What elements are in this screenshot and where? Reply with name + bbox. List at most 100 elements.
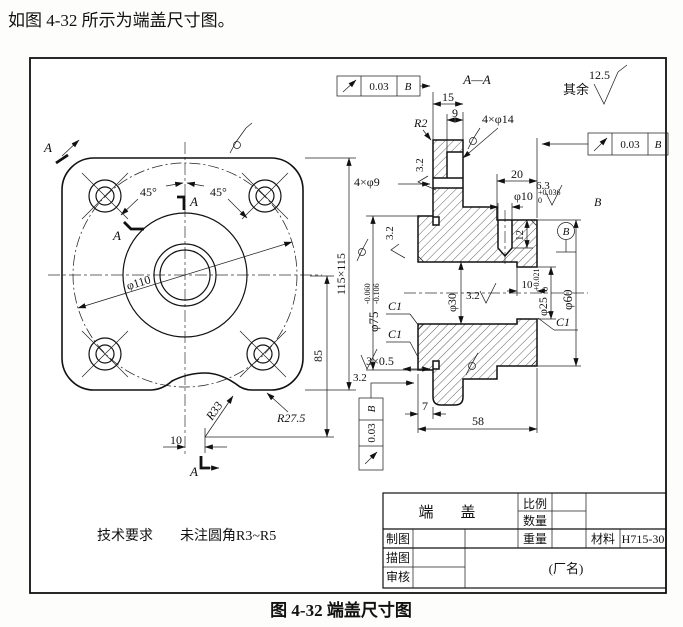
dim-pin-hole: φ10 +0.036 0 [487,188,561,220]
tech-note: 未注圆角R3~R5 [180,528,276,544]
r2-label: R2 [413,116,427,130]
dim-r2: R2 [413,116,432,141]
angle-arrow [120,198,139,216]
roughness-32-bore: 3.2 [466,282,497,304]
spigot-dia-label: φ75 [366,311,381,332]
fillet-radius-label: R27.5 [276,411,305,425]
dim-bore30: φ30 [445,261,464,325]
part-name: 端 盖 [418,504,481,521]
front-view: A A A A 45° 45° φ110 [43,122,356,479]
angle-arrow [165,181,184,187]
datum-b-circled-letter: B [563,226,570,238]
roughness-icon [356,238,369,262]
angle-arrow [227,198,248,219]
dim-spigot: φ75 -0.060 -0.106 [356,215,418,371]
dim-12: 12 [512,219,533,249]
circular-runout-icon [593,137,608,152]
bolt-circle-dim: φ110 [77,241,293,309]
spigot-lower-tol: -0.106 [372,283,381,304]
groove-label: 3×0.5 [366,354,394,368]
angle-right-label: 45° [210,185,227,199]
bore25-upper-tol: +0.021 [532,268,541,291]
roughness-63: 6.3 [536,180,563,206]
spigot-upper-tol: -0.060 [363,283,372,304]
bolt-holes [81,172,289,378]
dim-bore25: φ25 +0.021 0 [532,266,556,320]
ra-value: 3.2 [384,226,396,240]
roughness-icon [479,282,497,304]
runout-tolerance-frame-right: 0.03 B [536,132,669,218]
dim-15: 15 [432,90,464,140]
bolt-circle-label: φ110 [125,272,153,293]
dim-9: 9 [446,106,464,152]
rest-roughness-value: 12.5 [589,68,610,82]
dim-58: 58 [417,368,538,433]
figure-caption: 图 4-32 端盖尺寸图 [270,600,412,620]
title-block: 端 盖 比例 数量 重量 制图 材料 H715-30 描图 审核 (厂名) [382,492,667,589]
cut-tick [177,195,186,210]
cut-tick [123,221,144,231]
section-view: A—A 其余 12.5 0. [336,64,669,471]
tolerance-value: 0.03 [620,139,640,151]
quantity-label: 数量 [523,513,547,528]
tolerance-datum: B [366,405,378,412]
material-value: H715-30 [622,532,665,546]
dim-thru-holes: 4×φ9 [354,175,431,189]
dim-7: 7 [405,374,446,433]
chamfer-label: C1 [556,315,570,329]
section-title: A—A [462,72,491,87]
tolerance-value: 0.03 [366,423,378,443]
scale-label: 比例 [523,497,547,511]
dim-20: 20 [496,167,538,207]
weight-label: 重量 [523,532,547,546]
pin-dia-label: φ10 [514,189,533,203]
cut-label-a: A [112,228,121,243]
ra-value: 3.2 [414,158,426,172]
chamfer-label: C1 [388,327,402,341]
bore30-label: φ30 [445,293,459,312]
flange-outline [61,157,304,391]
bore25-lower-tol: 0 [541,287,550,291]
cut-tick [55,153,69,165]
pin-dia-lower-tol: 0 [538,196,542,205]
roughness-icon [465,352,479,376]
datum-b-letter: B [594,195,602,209]
drawn-label: 制图 [386,532,410,546]
general-roughness: 其余 12.5 [563,64,628,105]
roughness-icon [593,64,628,105]
roughness-icon [545,184,563,206]
angle-left-label: 45° [140,185,157,199]
material-label: 材料 [591,532,615,546]
bore25-label: φ25 [536,297,550,316]
dim-58-label: 58 [472,414,484,428]
height-dim: 85 [205,275,334,438]
circular-runout-icon [342,79,357,93]
cutting-plane-marks: A A A A [43,139,220,479]
tolerance-datum: B [405,81,412,93]
offset-dim-label: 10 [170,433,182,447]
dim-hub60: φ60 [537,219,581,367]
dim-cbore-holes: 4×φ14 [462,112,514,159]
runout-tolerance-frame-bottom: B 0.03 [358,380,415,471]
angle-dims: 45° 45° [120,181,248,219]
dim-groove: 3×0.5 3.2 [353,348,431,384]
bolt-circle-centerline [72,162,298,388]
dim-7-label: 7 [422,399,428,413]
circular-runout-icon [364,451,378,465]
tech-label: 技术要求 [97,528,153,544]
bolt-hole [81,172,129,220]
rest-label: 其余 [563,82,589,97]
cut-label-a: A [189,194,198,209]
tolerance-datum: B [655,139,662,151]
checked-label: 审核 [386,569,410,584]
ra-value: 3.2 [353,372,367,384]
pin-dia-upper-tol: +0.036 [538,188,561,197]
roughness-icon [360,348,378,370]
roughness-icon [417,175,437,191]
ra-value: 3.2 [466,290,480,302]
sheet-frame [29,57,667,594]
thru-holes-label: 4×φ9 [354,175,380,189]
roughness-32-left: 3.2 [384,226,406,259]
